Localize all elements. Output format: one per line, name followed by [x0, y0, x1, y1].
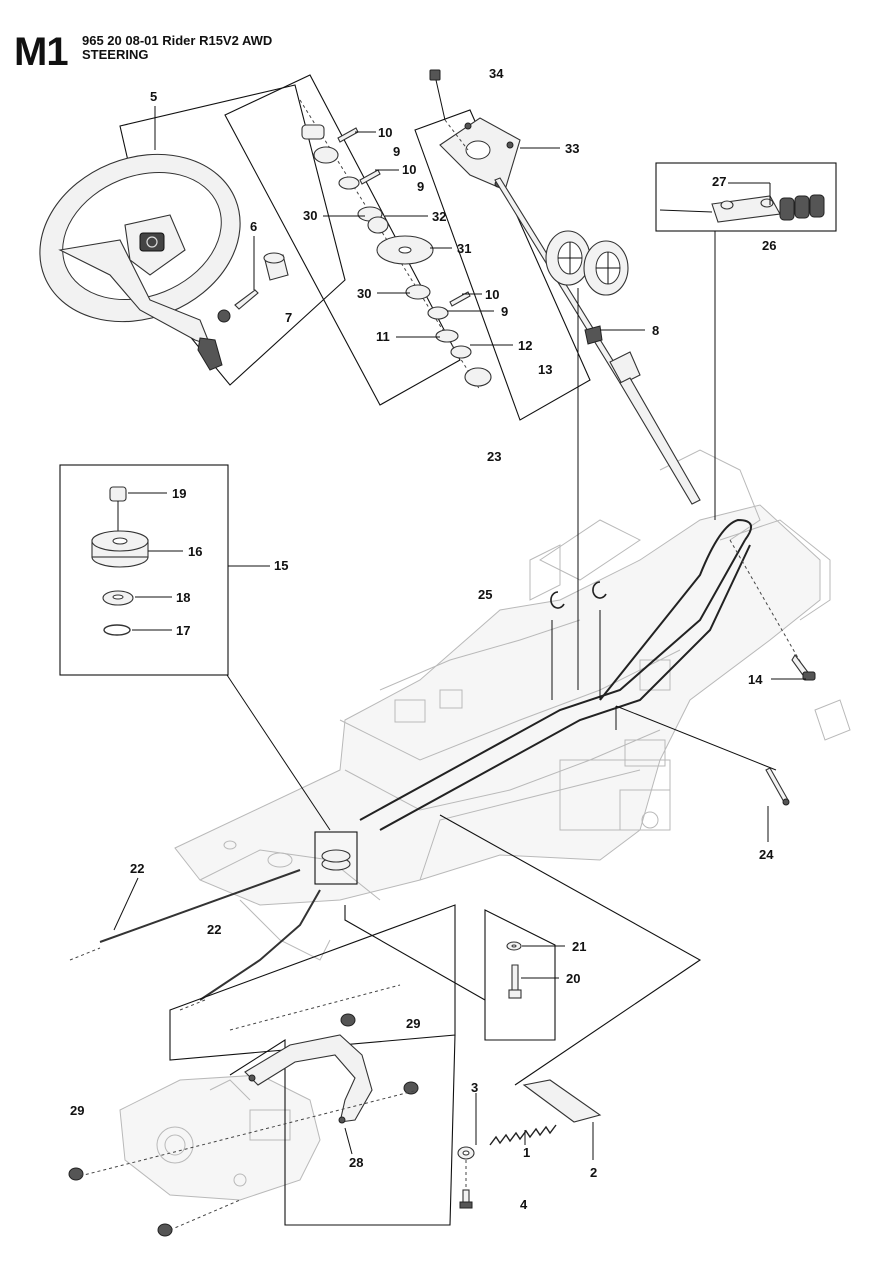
callout-30b: 30	[357, 286, 371, 301]
diagram-code: M1	[14, 30, 69, 74]
callout-9b: 9	[417, 179, 424, 194]
callout-21: 21	[572, 939, 586, 954]
circlips-25	[550, 288, 607, 700]
callout-3: 3	[471, 1080, 478, 1095]
leader-lines	[113, 106, 806, 1160]
callout-34: 34	[489, 66, 504, 81]
callout-9a: 9	[393, 144, 400, 159]
sprockets-23	[545, 230, 629, 296]
callout-23: 23	[487, 449, 501, 464]
callout-8: 8	[652, 323, 659, 338]
callout-22a: 22	[130, 861, 144, 876]
plate-2	[522, 1079, 602, 1123]
callout-19: 19	[172, 486, 186, 501]
callout-15: 15	[274, 558, 288, 573]
screw-7	[217, 289, 259, 323]
bracket-strap-28	[244, 1034, 373, 1124]
callout-26: 26	[762, 238, 776, 253]
eye-bolt-3	[457, 1146, 475, 1160]
pulley-detail-inset	[59, 464, 331, 831]
callout-27: 27	[712, 174, 726, 189]
diagram-part-number-title: 965 20 08-01 Rider R15V2 AWD	[82, 33, 273, 48]
callout-32: 32	[432, 209, 446, 224]
callout-18: 18	[176, 590, 190, 605]
callout-30a: 30	[303, 208, 317, 223]
callout-22b: 22	[207, 922, 221, 937]
tractor-chassis-outline	[174, 449, 851, 961]
callout-2: 2	[590, 1165, 597, 1180]
chain-detail-inset	[655, 162, 837, 232]
bolt-34	[429, 69, 469, 151]
bracket-33	[439, 117, 521, 191]
callout-11: 11	[376, 329, 390, 344]
callout-16: 16	[188, 544, 202, 559]
bolt-20	[508, 964, 522, 999]
column-parts-stack	[299, 99, 492, 391]
callout-29a: 29	[406, 1016, 420, 1031]
callout-28: 28	[349, 1155, 363, 1170]
callout-13: 13	[538, 362, 552, 377]
cables-22	[69, 869, 321, 1011]
callout-7: 7	[285, 310, 292, 325]
callout-10c: 10	[485, 287, 499, 302]
callout-labels: 1 2 3 4 5 6 7 8 9 9 9 10 10 10 11 12 13 …	[70, 66, 776, 1212]
callout-10a: 10	[378, 125, 392, 140]
callout-12: 12	[518, 338, 532, 353]
diagram-section-title: STEERING	[82, 47, 149, 62]
callout-29b: 29	[70, 1103, 84, 1118]
front-axle-outline	[119, 1074, 321, 1201]
washer-21	[506, 941, 522, 951]
callout-24: 24	[759, 847, 774, 862]
steering-column-group-frame	[224, 74, 461, 406]
callout-33: 33	[565, 141, 579, 156]
spring-1	[489, 1124, 557, 1146]
pin-24	[615, 705, 790, 806]
lower-assembly-frames	[169, 814, 702, 1226]
callout-6: 6	[250, 219, 257, 234]
callout-14: 14	[748, 672, 763, 687]
hub-cap-6	[263, 252, 289, 281]
steering-chain	[359, 518, 753, 831]
callout-4: 4	[520, 1197, 528, 1212]
callout-9c: 9	[501, 304, 508, 319]
screw-4	[459, 1160, 473, 1209]
nuts-29	[68, 984, 419, 1237]
callout-31: 31	[457, 241, 471, 256]
steering-wheel-5	[39, 153, 241, 371]
callout-5: 5	[150, 89, 157, 104]
callout-10b: 10	[402, 162, 416, 177]
mounting-bracket-frame	[414, 109, 591, 421]
callout-25: 25	[478, 587, 492, 602]
pulley-in-chassis	[314, 831, 358, 885]
callout-20: 20	[566, 971, 580, 986]
callout-17: 17	[176, 623, 190, 638]
bolt-14	[729, 539, 816, 681]
callout-1: 1	[523, 1145, 530, 1160]
